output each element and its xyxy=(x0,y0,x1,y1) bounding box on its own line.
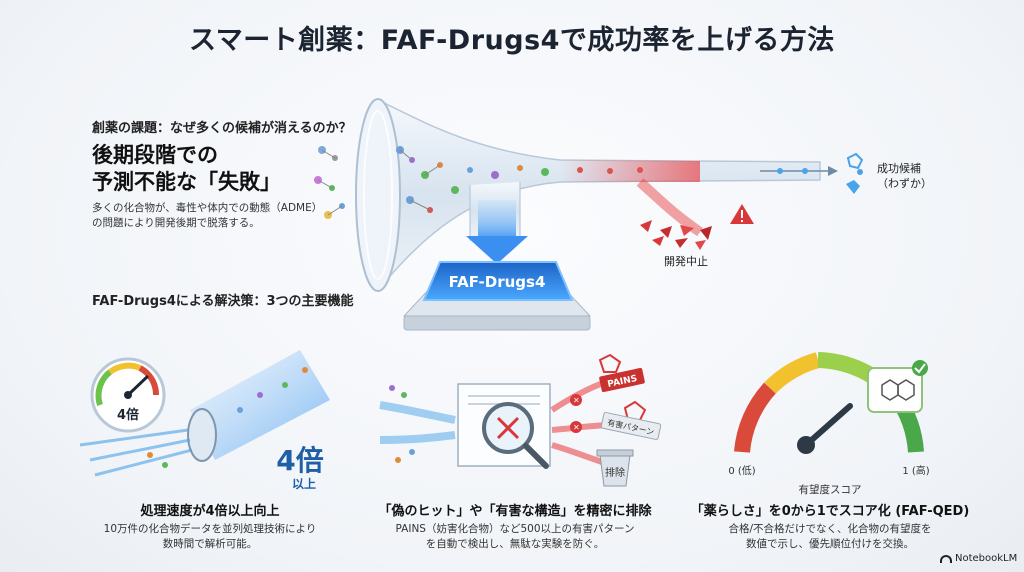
page-title: スマート創薬：FAF-Drugs4で成功率を上げる方法 xyxy=(189,25,835,56)
feature-speed-desc-line1: 10万件の化合物データを並列処理技術により xyxy=(103,523,317,535)
feature-score-desc-line1: 合格/不合格だけでなく、化合物の有望度を xyxy=(728,523,932,535)
brand-name: NotebookLM xyxy=(955,553,1018,564)
toxic-pattern-tag xyxy=(600,412,662,440)
feature-filter-title: 「偽のヒット」や「有害な構造」を精密に排除 xyxy=(378,504,652,519)
problem-heading: 創薬の課題：なぜ多くの候補が消えるのか？ xyxy=(92,121,352,136)
molecules-incoming xyxy=(314,146,345,219)
parallel-pipe-graphic xyxy=(79,350,330,477)
success-arrow xyxy=(760,166,838,176)
molecules-in-funnel xyxy=(396,146,643,213)
input-arrows xyxy=(379,385,456,463)
document-scanner-icon xyxy=(457,383,551,467)
success-label-line2: （わずか） xyxy=(877,177,932,190)
svg-text:✕: ✕ xyxy=(573,423,580,432)
success-label-line1: 成功候補 xyxy=(877,162,921,175)
brand-watermark: NotebookLM xyxy=(940,553,1017,564)
development-stopped-label: 開発中止 xyxy=(664,255,708,268)
score-label: 有望度スコア xyxy=(798,484,862,496)
success-molecules xyxy=(846,152,864,194)
notebooklm-logo-icon xyxy=(940,554,952,563)
speed-gauge-icon xyxy=(90,357,166,433)
funnel-graphic xyxy=(355,98,821,293)
feature-filter-desc-line2: を自動で検出し、無駄な実験を防ぐ。 xyxy=(425,538,605,550)
svg-text:✕: ✕ xyxy=(573,396,580,405)
feature-filter-desc-line1: PAINS（妨害化合物）など500以上の有害パターン xyxy=(395,523,635,535)
trash-bin-icon xyxy=(596,449,634,487)
feature-score-desc-line2: 数値で示し、優先順位付けを交換。 xyxy=(746,538,914,550)
problem-description-line2: の問題により開発後期で脱落する。 xyxy=(92,217,260,229)
failure-headline-line1: 後期段階での xyxy=(92,143,218,167)
feature-speed-desc-line2: 数時間で解析可能。 xyxy=(162,538,258,550)
approved-molecule-badge xyxy=(867,360,928,413)
problem-description-line1: 多くの化合物が、毒性や体内での動態（ADME） xyxy=(92,202,323,214)
magnifier-icon xyxy=(482,402,549,469)
warning-icon xyxy=(730,204,754,224)
faf-drugs4-device xyxy=(402,200,592,331)
solution-heading: FAF-Drugs4による解決策：3つの主要機能 xyxy=(92,294,354,309)
pains-tag xyxy=(599,367,645,393)
failure-headline-line2: 予測不能な「失敗」 xyxy=(92,170,281,194)
failed-compound-shards xyxy=(640,220,712,250)
feature-score-title: 「薬らしさ」を0から1でスコア化 (FAF-QED) xyxy=(690,504,970,519)
feature-speed-title: 処理速度が4倍以上向上 xyxy=(140,504,280,519)
